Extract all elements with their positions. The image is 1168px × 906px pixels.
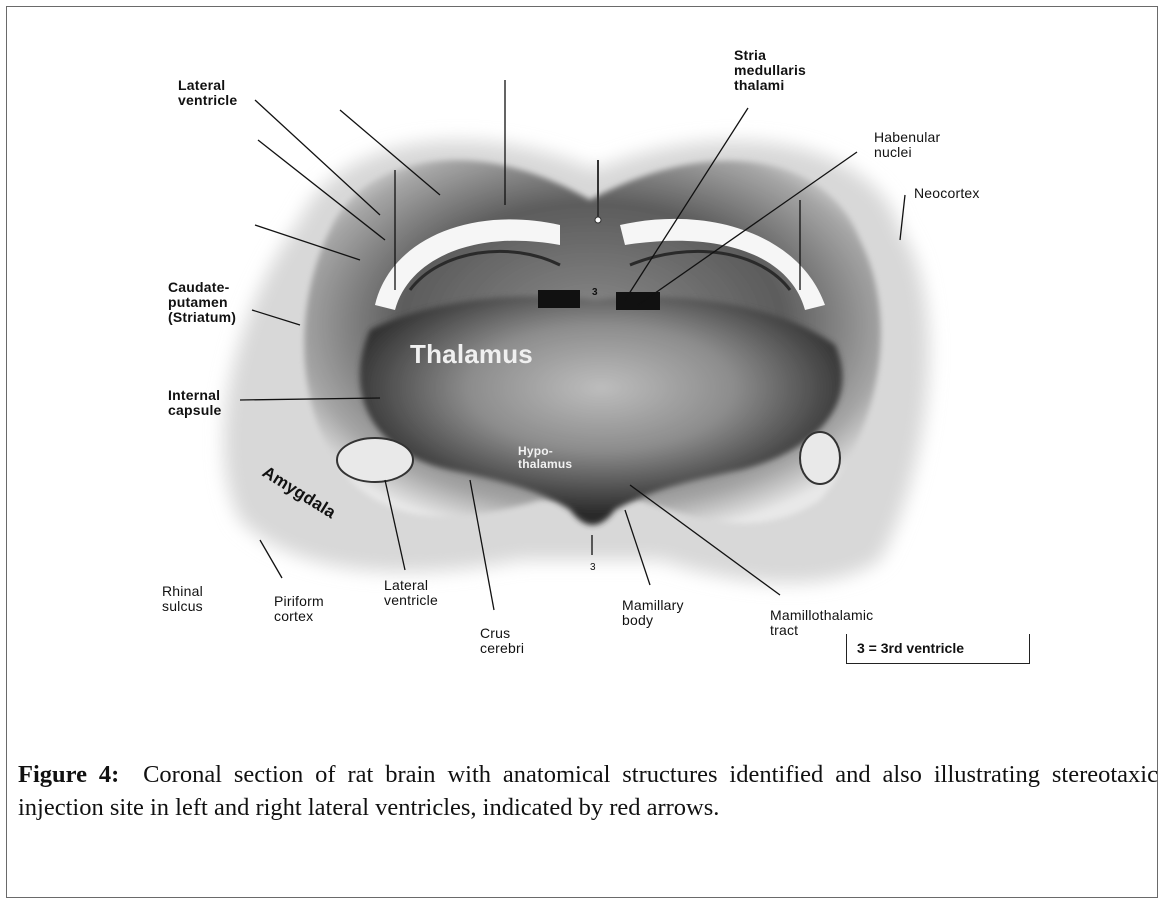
label-third-ventricle-mark-bottom: 3 xyxy=(590,560,596,575)
figure-caption: Figure 4: Coronal section of rat brain w… xyxy=(18,758,1158,824)
label-rhinal-sulcus: Rhinal sulcus xyxy=(162,584,203,614)
label-caudate-putamen: Caudate- putamen (Striatum) xyxy=(168,280,236,325)
right-amygdala-structure xyxy=(800,432,840,484)
caption-text: Coronal section of rat brain with anatom… xyxy=(18,761,1158,821)
label-neocortex: Neocortex xyxy=(914,186,980,201)
label-third-ventricle-mark: 3 xyxy=(592,285,598,300)
caption-figure-label: Figure 4: xyxy=(18,761,119,788)
label-hypothalamus: Hypo- thalamus xyxy=(518,445,572,471)
label-piriform-cortex: Piriform cortex xyxy=(274,594,324,624)
label-internal-capsule: Internal capsule xyxy=(168,388,222,418)
third-ventricle-left xyxy=(538,290,580,308)
label-thalamus: Thalamus xyxy=(410,340,533,368)
label-stria-medullaris: Stria medullaris thalami xyxy=(734,48,806,93)
brain-diagram: Lateral ventricle Stria medullaris thala… xyxy=(0,0,1168,720)
left-amygdala-structure xyxy=(337,438,413,482)
label-lateral-ventricle-bottom: Lateral ventricle xyxy=(384,578,438,608)
label-mamillary-body: Mamillary body xyxy=(622,598,684,628)
label-lateral-ventricle-top: Lateral ventricle xyxy=(178,78,237,108)
label-crus-cerebri: Crus cerebri xyxy=(480,626,524,656)
legend-third-ventricle: 3 = 3rd ventricle xyxy=(846,634,1030,664)
label-habenular-nuclei: Habenular nuclei xyxy=(874,130,940,160)
